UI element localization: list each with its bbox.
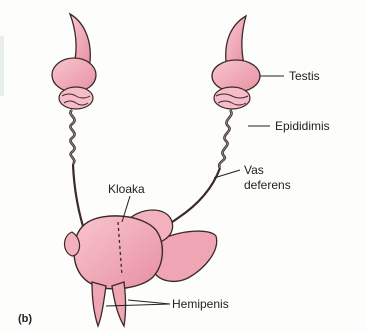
right-testis (212, 16, 260, 92)
right-epididimis (214, 87, 250, 168)
label-kloaka: Kloaka (108, 182, 145, 196)
left-epididimis (59, 87, 93, 164)
label-vas-deferens-1: Vas (244, 163, 264, 177)
label-testis: Testis (289, 69, 320, 83)
label-vas-deferens-2: deferens (244, 178, 291, 192)
panel-label: (b) (18, 313, 32, 325)
label-epididimis: Epididimis (275, 119, 330, 133)
cloaca (65, 210, 217, 289)
label-hemipenis: Hemipenis (172, 297, 229, 311)
left-testis (52, 14, 96, 92)
